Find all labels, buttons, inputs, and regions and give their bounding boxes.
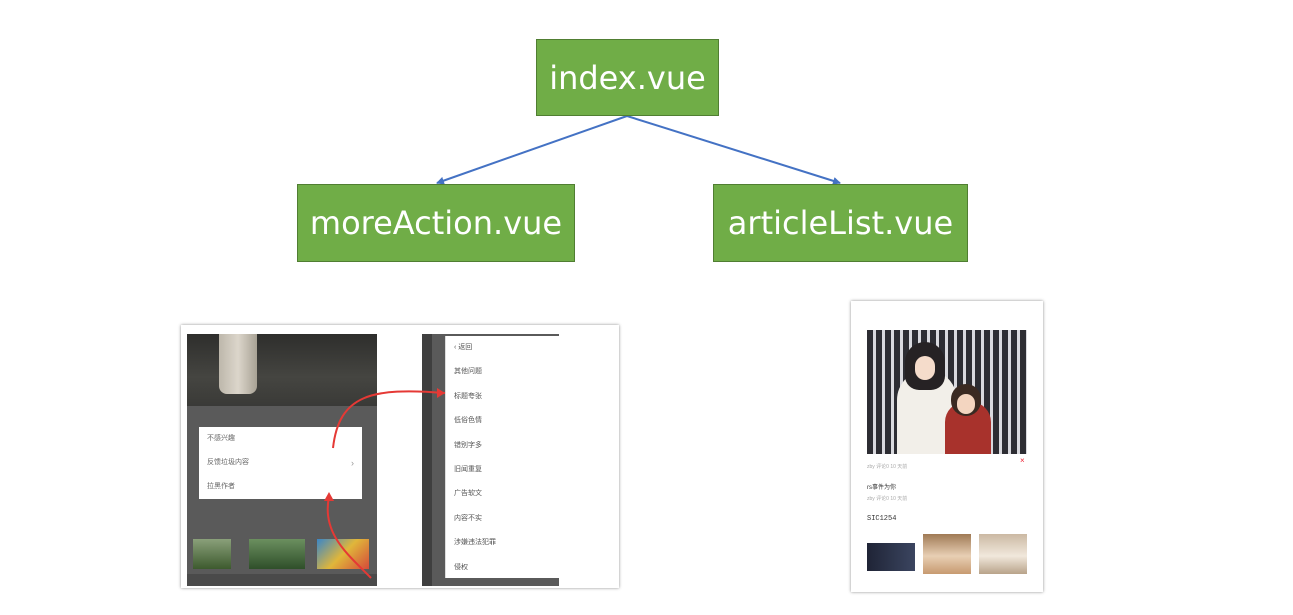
report-reason-item[interactable]: 侵权 <box>454 563 468 571</box>
thumbnail-image <box>193 539 231 569</box>
node-index-vue: index.vue <box>536 39 719 116</box>
popup-item-block-author[interactable]: 拉黑作者 <box>207 483 235 490</box>
articlelist-screenshot: zby 评论0 10 天前 × rs事件为你 zby 评论0 10 天前 SIC… <box>851 301 1043 592</box>
figure-face <box>915 356 935 380</box>
article-thumbnail[interactable] <box>867 543 915 571</box>
moreaction-screenshot: 不感兴趣 反馈垃圾内容› 拉黑作者 ‹ 返回 其他问题 标题夸张 低俗色情 错别… <box>181 325 619 588</box>
article-cover-image <box>867 330 1027 454</box>
figure-face <box>957 394 975 414</box>
annotation-arrows <box>324 388 446 579</box>
node-index-label: index.vue <box>549 58 706 97</box>
article-thumbnail[interactable] <box>979 534 1027 574</box>
article-thumbnail[interactable] <box>923 534 971 574</box>
popup-item-not-interested[interactable]: 不感兴趣 <box>207 435 235 442</box>
report-reason-item[interactable]: 标题夸张 <box>454 392 482 400</box>
article-photo <box>187 334 377 406</box>
node-moreaction-vue: moreAction.vue <box>297 184 575 262</box>
node-articlelist-vue: articleList.vue <box>713 184 968 262</box>
chevron-right-icon: › <box>351 458 354 468</box>
article-code: SIC1254 <box>867 515 897 523</box>
popup-item-report[interactable]: 反馈垃圾内容› <box>199 451 362 475</box>
report-reason-item[interactable]: 低俗色情 <box>454 417 482 425</box>
edge-index-to-articlelist <box>626 115 841 185</box>
node-articlelist-label: articleList.vue <box>727 204 954 242</box>
arrow-from-bottom <box>326 496 372 579</box>
report-reason-item[interactable]: 涉嫌违法犯罪 <box>454 539 496 547</box>
arrowhead-report-menu <box>437 388 445 398</box>
photo-figure <box>219 334 257 394</box>
article-title[interactable]: rs事件为你 <box>867 485 896 491</box>
report-reason-item[interactable]: 其他问题 <box>454 368 482 376</box>
report-back-item[interactable]: ‹ 返回 <box>454 344 473 351</box>
report-reason-item[interactable]: 错别字多 <box>454 441 482 449</box>
arrowhead-from-bottom <box>324 492 334 501</box>
thumbnail-image <box>317 539 369 569</box>
bottom-bar <box>187 574 377 586</box>
report-reason-item[interactable]: 旧闻重复 <box>454 465 482 473</box>
panel-dim <box>422 334 432 586</box>
node-moreaction-label: moreAction.vue <box>309 204 563 242</box>
report-reason-item[interactable]: 广告软文 <box>454 490 482 498</box>
thumbnail-image <box>249 539 305 569</box>
close-icon[interactable]: × <box>1020 456 1025 465</box>
report-reason-item[interactable]: 内容不实 <box>454 514 482 522</box>
arrow-to-report-menu <box>332 390 446 449</box>
article-meta: zby 评论0 10 天前 <box>867 464 908 470</box>
article-meta: zby 评论0 10 天前 <box>867 496 908 502</box>
report-reason-menu: ‹ 返回 其他问题 标题夸张 低俗色情 错别字多 旧闻重复 广告软文 内容不实 … <box>445 336 612 578</box>
edge-index-to-moreaction <box>436 115 628 185</box>
gap <box>377 334 422 586</box>
